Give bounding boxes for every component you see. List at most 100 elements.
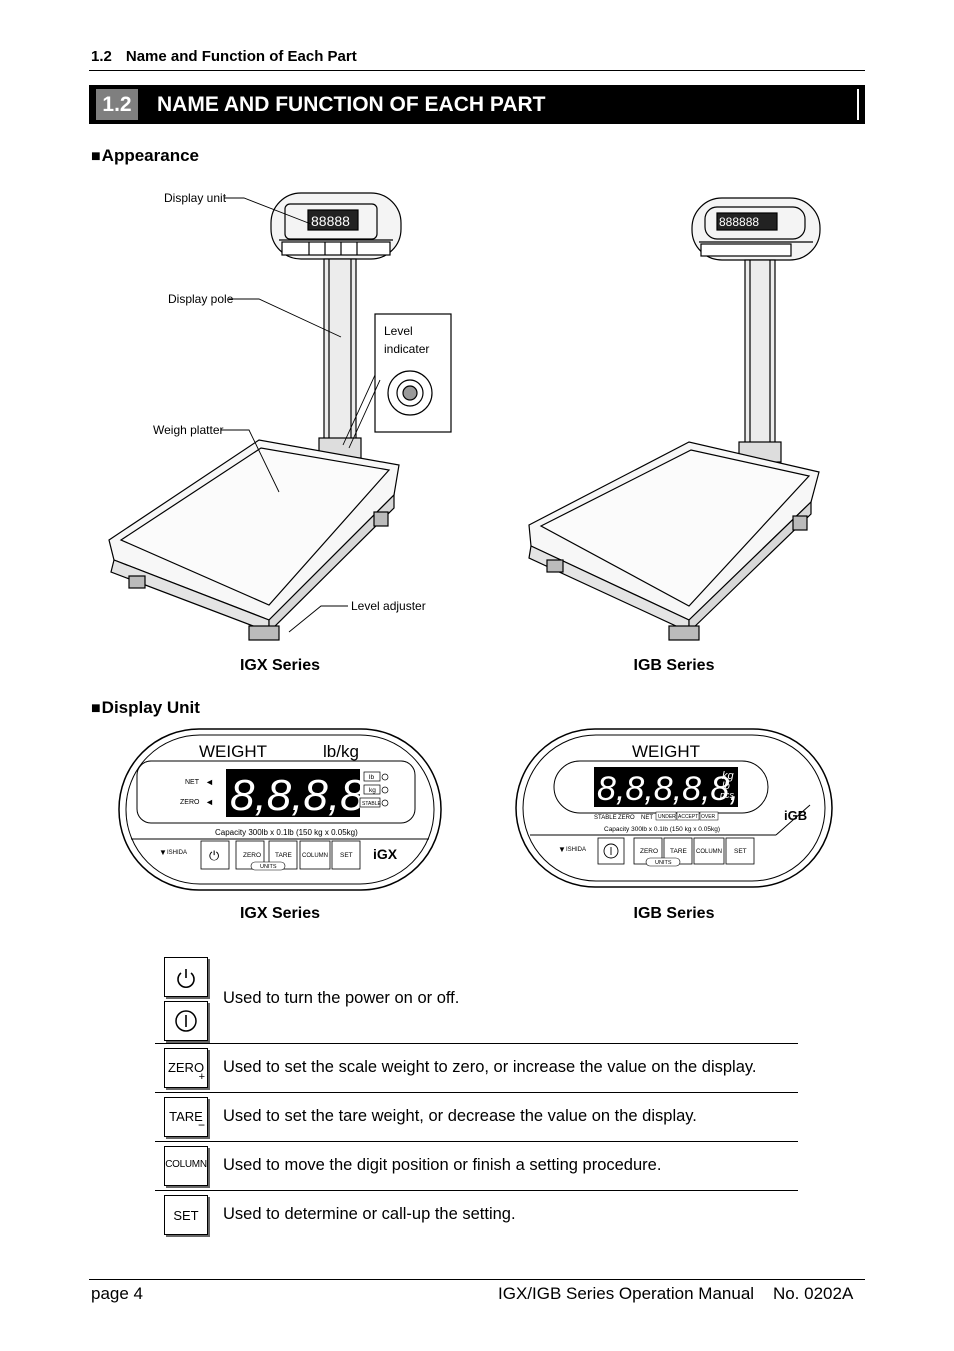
- page-number: page 4: [91, 1284, 143, 1303]
- banner-title: NAME AND FUNCTION OF EACH PART: [157, 93, 546, 116]
- zero-key: ZERO +: [164, 1048, 208, 1088]
- igx-units-text: lb/kg: [323, 742, 359, 761]
- igx-units-key-label: UNITS: [260, 864, 277, 870]
- igb-display-head: 888888: [691, 197, 821, 261]
- label-level-adjuster: Level adjuster: [351, 599, 426, 613]
- igb-set-key[interactable]: [725, 837, 755, 865]
- banner-number: 1.2: [96, 89, 138, 120]
- igx-zero-text: ZERO: [180, 799, 200, 806]
- igb-unit-kg: kg: [722, 770, 735, 782]
- igb-capacity-text: Capacity 300lb x 0.1lb (150 kg x 0.05kg): [604, 826, 720, 833]
- function-row-power: Used to turn the power on or off.: [155, 952, 798, 1043]
- table-rule: [155, 1141, 798, 1142]
- banner-edge-mark: [857, 89, 859, 120]
- igb-unit-pcs: pcs: [719, 790, 735, 800]
- scales-illustration: 88888 888888: [108, 192, 821, 641]
- table-rule: [155, 1092, 798, 1093]
- igb-weight-text: WEIGHT: [632, 742, 700, 761]
- igb-set-key-label: SET: [734, 848, 747, 855]
- caption-igx-display: IGX Series: [239, 905, 321, 922]
- function-row-zero: ZERO + Used to set the scale weight to z…: [155, 1044, 798, 1092]
- igb-status-stable: STABLE: [594, 815, 617, 821]
- igx-tare-key-label: TARE: [275, 852, 293, 859]
- power-circle-icon: [175, 1010, 197, 1032]
- tare-key-label: TARE: [169, 1109, 203, 1124]
- display-unit-heading-text: Display Unit: [101, 698, 200, 717]
- igx-lamp-kg: kg: [369, 787, 376, 794]
- set-key-description: Used to determine or call-up the setting…: [223, 1205, 516, 1223]
- column-key-label: COLUMN: [165, 1159, 207, 1170]
- tare-key: TARE −: [164, 1097, 208, 1137]
- igx-brand-text: ISHIDA: [167, 850, 187, 856]
- igb-logo: iGB: [784, 808, 807, 823]
- running-header-number: 1.2: [91, 48, 112, 65]
- igb-tare-key-label: TARE: [670, 848, 688, 855]
- table-rule: [155, 1190, 798, 1191]
- label-level-indicater-line2: indicater: [384, 342, 430, 356]
- igx-display-panel: 8,8,8,8,8, WEIGHT lb/kg NET ZERO ◄ ◄ lb …: [118, 728, 442, 891]
- igb-units-key-label: UNITS: [655, 860, 672, 866]
- igb-column-key[interactable]: [693, 837, 725, 865]
- igx-set-key[interactable]: [331, 840, 361, 870]
- function-row-column: COLUMN Used to move the digit position o…: [155, 1142, 798, 1190]
- bullet-square-icon: ■: [91, 700, 101, 717]
- running-header-title: Name and Function of Each Part: [125, 48, 357, 65]
- igx-weight-text: WEIGHT: [199, 742, 267, 761]
- igx-power-key[interactable]: [200, 840, 230, 870]
- power-icon: [177, 969, 195, 988]
- label-display-pole: Display pole: [168, 292, 234, 306]
- table-rule: [155, 1043, 798, 1044]
- caption-igx-appearance: IGX Series: [239, 657, 321, 674]
- svg-text:88888: 88888: [311, 213, 350, 229]
- igx-zero-key-label: ZERO: [243, 852, 261, 859]
- bullet-square-icon: ■: [91, 148, 101, 165]
- igb-status-zero: ZERO: [618, 815, 635, 821]
- igb-judge-accept: ACCEPT: [678, 814, 698, 820]
- igb-column-key-label: COLUMN: [696, 849, 722, 855]
- igx-lamp-lb: lb: [369, 774, 374, 781]
- minus-icon: −: [197, 1118, 205, 1132]
- tare-key-description: Used to set the tare weight, or decrease…: [223, 1107, 697, 1125]
- igx-power-icon: ⏻: [209, 848, 219, 863]
- appearance-heading-text: Appearance: [101, 146, 199, 165]
- igx-level-icon: ▼: [159, 848, 167, 857]
- igb-power-icon: [603, 843, 619, 859]
- igb-digits: 8,8,8,8,8,8,: [597, 770, 767, 808]
- igb-brand-text: ISHIDA: [566, 847, 586, 853]
- running-header: 1.2 Name and Function of Each Part: [91, 48, 357, 65]
- column-key-description: Used to move the digit position or finis…: [223, 1156, 662, 1174]
- igx-column-key-label: COLUMN: [302, 853, 328, 859]
- caption-igb-appearance: IGB Series: [633, 657, 715, 674]
- igx-lamp-stable: STABLE: [362, 801, 381, 807]
- igx-digits: 8,8,8,8,8,: [230, 771, 413, 820]
- label-level-indicater-line1: Level: [384, 324, 413, 338]
- igb-zero-key-label: ZERO: [640, 848, 658, 855]
- header-rule: [89, 70, 865, 71]
- label-weigh-platter: Weigh platter: [153, 423, 224, 437]
- plus-icon: +: [198, 1071, 205, 1083]
- igx-net-text: NET: [185, 779, 200, 786]
- svg-text:888888: 888888: [719, 215, 759, 229]
- function-row-set: SET Used to determine or call-up the set…: [155, 1191, 798, 1239]
- manual-title: IGX/IGB Series Operation Manual No. 0202…: [498, 1284, 854, 1303]
- footer-rule: [89, 1279, 865, 1280]
- column-key: COLUMN: [164, 1146, 208, 1186]
- label-display-unit: Display unit: [164, 191, 227, 205]
- power-key-igx: [164, 957, 208, 997]
- igb-judge-under: UNDER: [658, 814, 676, 820]
- igb-unit-lb: lb: [722, 781, 730, 792]
- igb-judge-over: OVER: [701, 814, 716, 820]
- igx-logo: iGX: [373, 846, 398, 862]
- set-key-label: SET: [173, 1208, 199, 1223]
- zero-key-label: ZERO: [167, 1060, 205, 1075]
- section-banner: 1.2 NAME AND FUNCTION OF EACH PART: [89, 85, 865, 124]
- power-key-igb: [164, 1001, 208, 1041]
- display-unit-heading: ■Display Unit: [91, 698, 200, 718]
- power-key-description: Used to turn the power on or off.: [223, 989, 460, 1007]
- zero-key-description: Used to set the scale weight to zero, or…: [223, 1058, 757, 1076]
- igb-level-icon: ▼: [558, 845, 566, 854]
- igx-display-head: 88888: [270, 192, 402, 260]
- igb-status-net: NET: [641, 815, 653, 821]
- igx-column-key[interactable]: [299, 840, 331, 870]
- appearance-heading: ■Appearance: [91, 146, 199, 166]
